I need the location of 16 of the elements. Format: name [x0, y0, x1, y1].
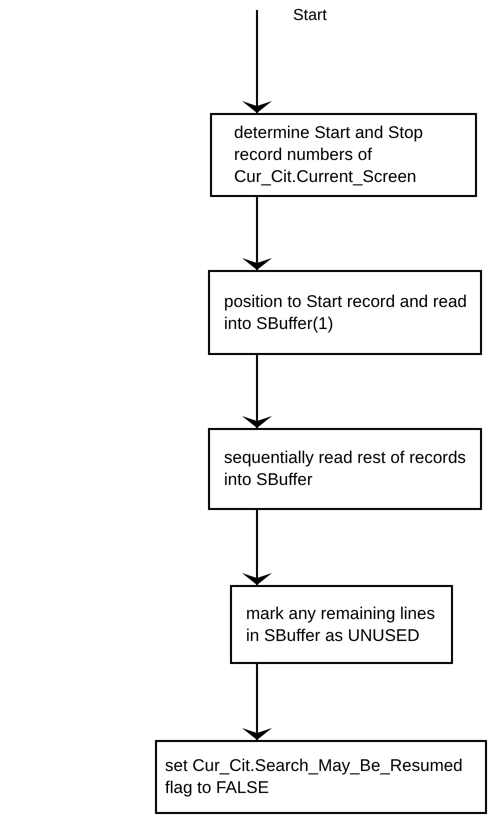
box-text: determine Start and Stop record numbers of Cur_Cit.Current_Screen: [234, 122, 424, 188]
box-text: mark any remaining lines in SBuffer as UNUSED: [246, 602, 436, 646]
box-text: sequentially read rest of records into SBuffer: [224, 447, 467, 491]
arrow: [242, 10, 272, 113]
arrow: [242, 664, 272, 740]
process-box: [230, 585, 453, 664]
box-text: set Cur_Cit.Search_May_Be_Resumed flag to FALSE: [165, 755, 464, 799]
arrow: [242, 510, 272, 585]
box-text: position to Start record and read into SBuffer(1): [224, 290, 468, 334]
arrow: [242, 197, 272, 270]
process-box: [210, 113, 477, 197]
process-box: [155, 740, 487, 814]
process-box: [208, 428, 482, 510]
edge-label: Start: [293, 8, 327, 24]
arrow: [242, 355, 272, 428]
process-box: [208, 270, 482, 355]
